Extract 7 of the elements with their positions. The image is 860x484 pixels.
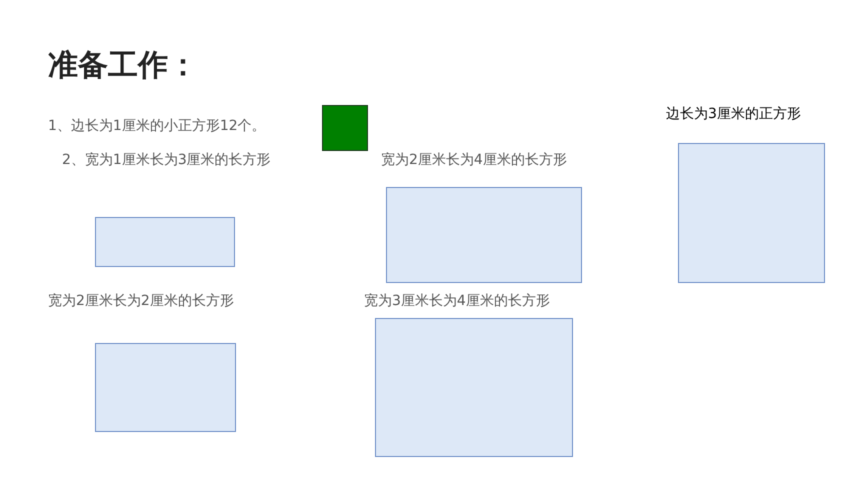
rectangle-caption: 宽为2厘米长为2厘米的长方形 — [48, 293, 234, 310]
title: 准备工作： — [48, 48, 198, 84]
rectangle-caption: 宽为3厘米长为4厘米的长方形 — [364, 293, 550, 310]
instruction-text: 1、边长为1厘米的小正方形12个。 — [48, 118, 266, 135]
rectangle-caption: 宽为2厘米长为4厘米的长方形 — [381, 152, 567, 169]
rectangle-caption: 边长为3厘米的正方形 — [666, 106, 801, 123]
rectangle-caption: 2、宽为1厘米长为3厘米的长方形 — [62, 152, 271, 169]
